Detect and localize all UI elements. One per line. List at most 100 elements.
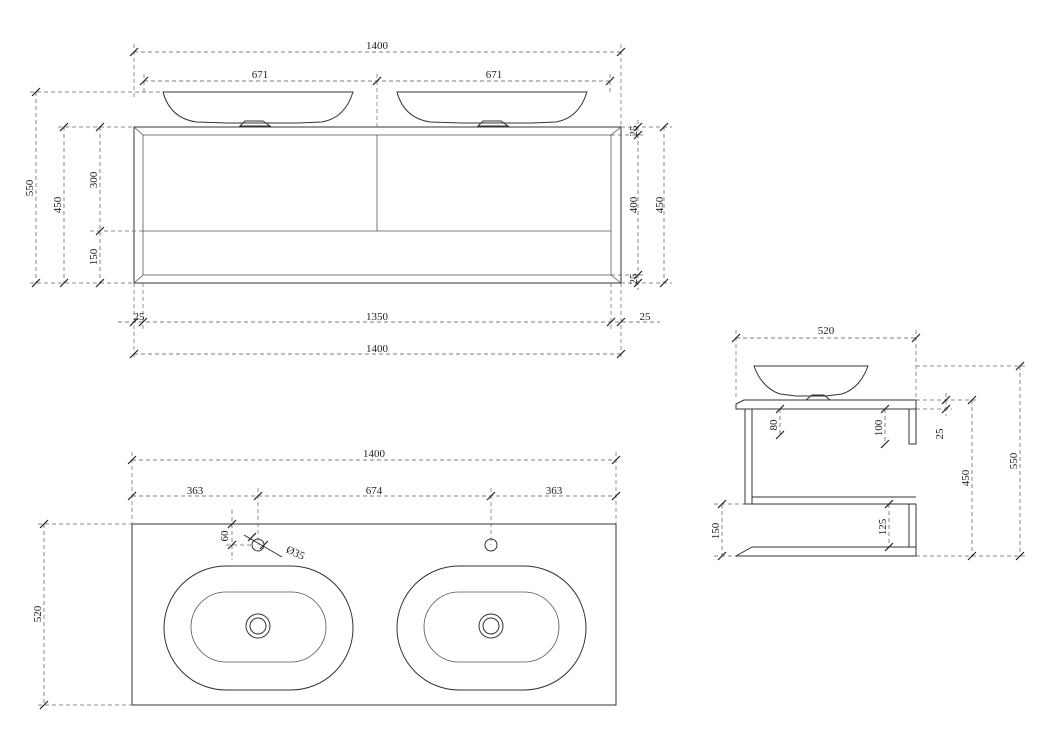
dim-tick — [247, 532, 257, 542]
dim-tick — [1015, 551, 1025, 561]
left-basin-drain — [238, 120, 272, 127]
dim-label-side-right: 25 — [640, 311, 652, 323]
dim-tick — [59, 122, 69, 132]
dim-label-top-overall-width: 1400 — [363, 448, 386, 460]
dim-label-inner-width: 1350 — [366, 311, 389, 323]
dim-tick — [227, 519, 237, 529]
dim-tick — [884, 542, 894, 552]
dim-label-center-spacing: 674 — [366, 485, 383, 497]
right-basin-inner — [423, 591, 560, 663]
dim-tick — [59, 278, 69, 288]
bevel-tr — [610, 126, 622, 136]
dim-tick — [659, 122, 669, 132]
right-drain-inner — [482, 617, 500, 635]
dim-tick — [633, 270, 643, 280]
dim-label-overall-height: 550 — [24, 179, 36, 196]
dim-tick — [138, 317, 148, 327]
dim-label-shelf-height: 150 — [88, 248, 100, 265]
dim-label-back-offset: 80 — [768, 419, 780, 431]
dim-label-side-top-thickness: 25 — [934, 428, 946, 440]
dim-tick — [95, 122, 105, 132]
side-bottom-panel — [734, 546, 917, 557]
dim-tick — [486, 491, 496, 501]
dim-tick — [39, 700, 49, 710]
dim-tick — [253, 491, 263, 501]
bevel-bl — [133, 274, 144, 284]
front-view: 1400 671 671 550 450 300 150 — [24, 40, 672, 360]
right-basin — [396, 91, 588, 124]
dim-tick — [1015, 361, 1025, 371]
bevel-br — [610, 274, 622, 284]
dim-tick — [717, 499, 727, 509]
dim-label-drawer-height: 300 — [88, 171, 100, 188]
dim-tick — [911, 333, 921, 343]
dim-tick — [606, 317, 616, 327]
dim-tick — [633, 122, 643, 132]
side-back-panel — [744, 408, 753, 505]
dim-label-inner-height: 400 — [628, 196, 640, 213]
dim-tick — [139, 76, 149, 86]
dim-tick — [884, 499, 894, 509]
right-basin-drain — [476, 120, 510, 127]
dim-tick — [611, 491, 621, 501]
side-front-panel — [908, 408, 917, 445]
dim-tick — [616, 47, 626, 57]
dim-label-overall-width-top: 1400 — [366, 40, 389, 52]
dim-tick — [616, 349, 626, 359]
dim-label-edge-left: 363 — [187, 485, 204, 497]
dim-label-top-depth: 520 — [32, 605, 44, 622]
dim-tick — [95, 278, 105, 288]
dim-label-bottom-thickness: 25 — [628, 273, 640, 285]
left-drain-outer — [245, 613, 271, 639]
dim-tick — [127, 455, 137, 465]
cabinet-outline — [133, 126, 622, 284]
dim-label-basin-right: 671 — [486, 69, 503, 81]
dim-tick — [227, 540, 237, 550]
side-countertop — [735, 399, 917, 410]
dim-tick — [717, 551, 727, 561]
left-basin-outer — [163, 565, 354, 691]
dim-tick — [129, 317, 139, 327]
dim-label-side-overall-height: 550 — [1008, 452, 1020, 469]
right-drain-outer — [478, 613, 504, 639]
dim-tick — [259, 540, 269, 550]
dim-tick — [880, 404, 890, 414]
dim-tick — [129, 47, 139, 57]
dim-tick — [633, 130, 643, 140]
dim-tick — [967, 395, 977, 405]
dim-label-right-height: 450 — [654, 196, 666, 213]
dim-label-side-cabinet-height: 450 — [960, 469, 972, 486]
dim-label-basin-left: 671 — [252, 69, 269, 81]
top-view: 1400 363 674 363 60 Ø35 520 — [32, 448, 621, 710]
side-lower-front — [908, 503, 917, 548]
dim-tick — [941, 395, 951, 405]
dim-tick — [31, 87, 41, 97]
dim-label-overall-width-bottom: 1400 — [366, 343, 389, 355]
bevel-tl — [133, 126, 144, 136]
left-drain-inner — [249, 617, 267, 635]
dim-tick — [633, 278, 643, 288]
dim-tick — [775, 404, 785, 414]
side-view: 520 80 100 150 125 25 450 — [710, 325, 1026, 561]
left-basin — [162, 91, 354, 124]
dim-tick — [616, 317, 626, 327]
dim-tick — [611, 455, 621, 465]
dim-tick — [127, 491, 137, 501]
dim-tick — [95, 226, 105, 236]
dim-tick — [880, 439, 890, 449]
dim-label-cabinet-height: 450 — [52, 196, 64, 213]
dim-label-tap-offset: 60 — [219, 530, 231, 542]
dim-label-edge-right: 363 — [546, 485, 563, 497]
dim-tick — [31, 278, 41, 288]
dim-label-side-depth: 520 — [818, 325, 835, 337]
right-basin-outer — [396, 565, 587, 691]
side-basin — [753, 365, 869, 397]
dim-tick — [731, 333, 741, 343]
dim-tick — [129, 349, 139, 359]
dim-tick — [605, 76, 615, 86]
dim-tick — [941, 404, 951, 414]
dim-label-top-thickness: 25 — [628, 125, 640, 137]
dim-label-shelf-height: 150 — [710, 522, 722, 539]
left-basin-inner — [190, 591, 327, 663]
